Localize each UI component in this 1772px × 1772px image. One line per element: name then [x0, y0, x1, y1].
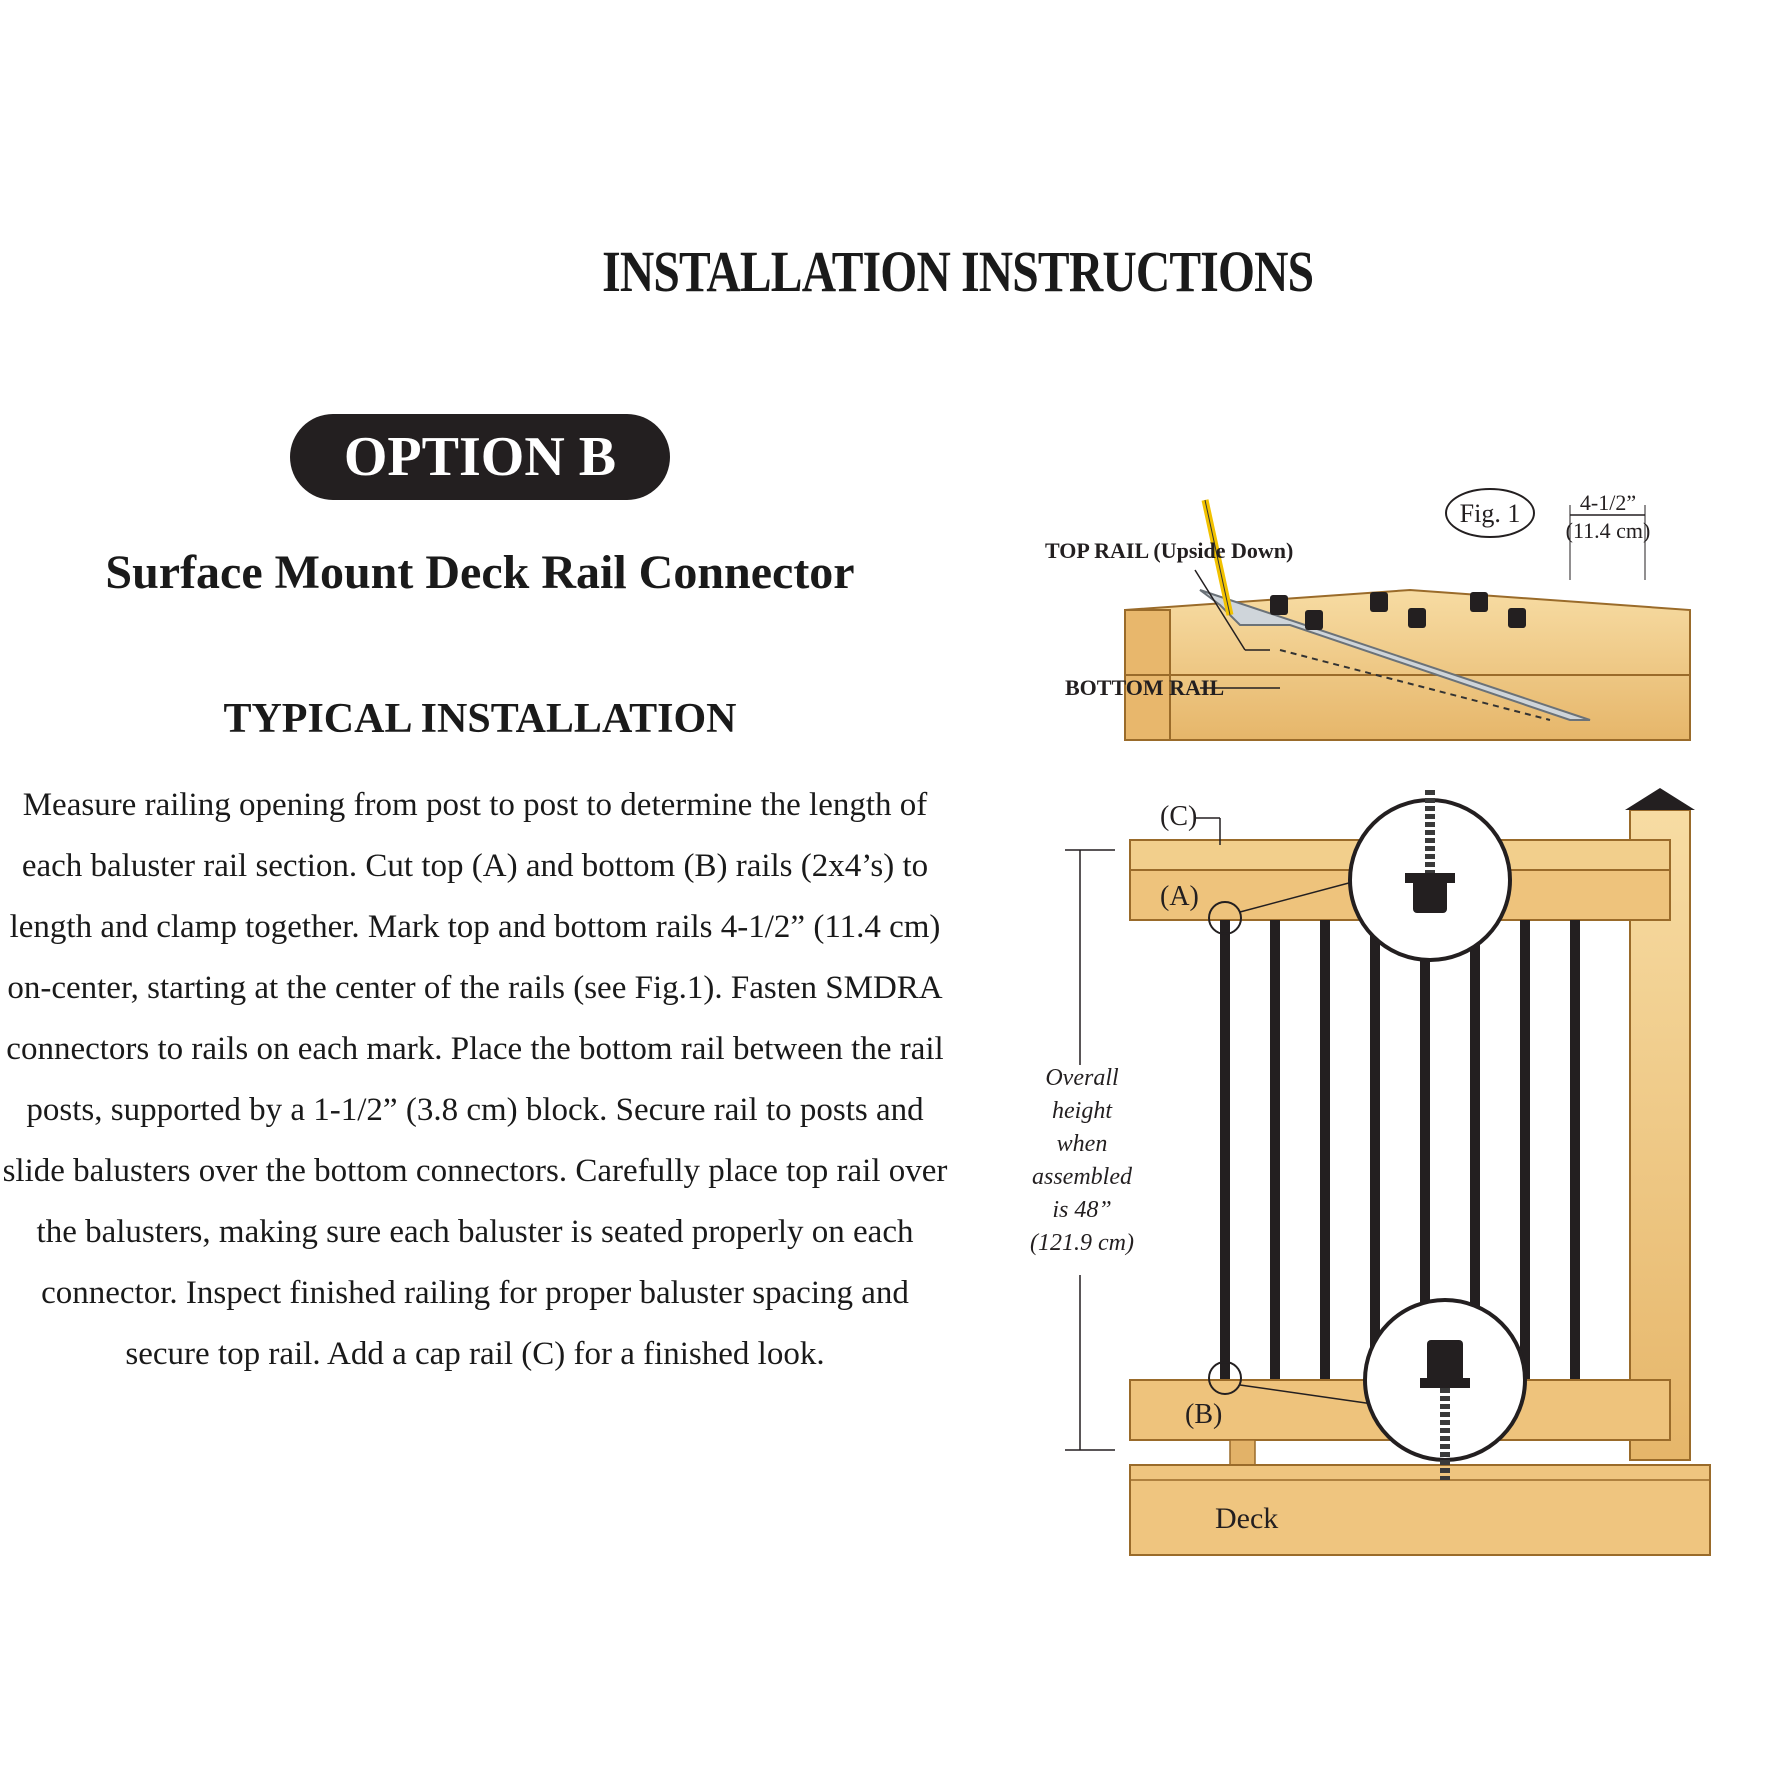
- bottom-rail-label: BOTTOM RAIL: [1065, 675, 1224, 700]
- height-note-line6: (121.9 cm): [1030, 1230, 1134, 1256]
- spacing-inches: 4-1/2”: [1580, 490, 1636, 515]
- spacing-cm: (11.4 cm): [1566, 518, 1651, 543]
- option-badge: OPTION B: [290, 414, 670, 500]
- height-note-line1: Overall: [1045, 1065, 1119, 1091]
- deck-label: Deck: [1215, 1502, 1278, 1535]
- height-note-line3: when: [1057, 1131, 1108, 1157]
- height-note-line5: is 48”: [1052, 1197, 1111, 1223]
- product-name: Surface Mount Deck Rail Connector: [105, 546, 855, 599]
- figure1-rails: Fig. 1 4-1/2” (11.4 cm) TOP RAIL (Upside…: [1045, 488, 1691, 741]
- railing-assembly: (C) (A) (B) Deck Overall height when ass…: [1030, 788, 1711, 1556]
- page-title: INSTALLATION INSTRUCTIONS: [602, 239, 1314, 304]
- railing-diagram: Fig. 1 4-1/2” (11.4 cm) TOP RAIL (Upside…: [1030, 488, 1711, 1556]
- section-heading: TYPICAL INSTALLATION: [223, 696, 737, 742]
- height-note-line2: height: [1052, 1098, 1113, 1124]
- bottom-rail-b-label: (B): [1185, 1399, 1222, 1430]
- top-rail-label: TOP RAIL (Upside Down): [1045, 538, 1293, 563]
- instructions-text: Measure railing opening from post to pos…: [2, 787, 948, 1372]
- top-rail-a-label: (A): [1160, 881, 1199, 912]
- cap-rail-label: (C): [1160, 801, 1197, 832]
- height-note-line4: assembled: [1032, 1164, 1133, 1190]
- figure1-label: Fig. 1: [1460, 499, 1521, 528]
